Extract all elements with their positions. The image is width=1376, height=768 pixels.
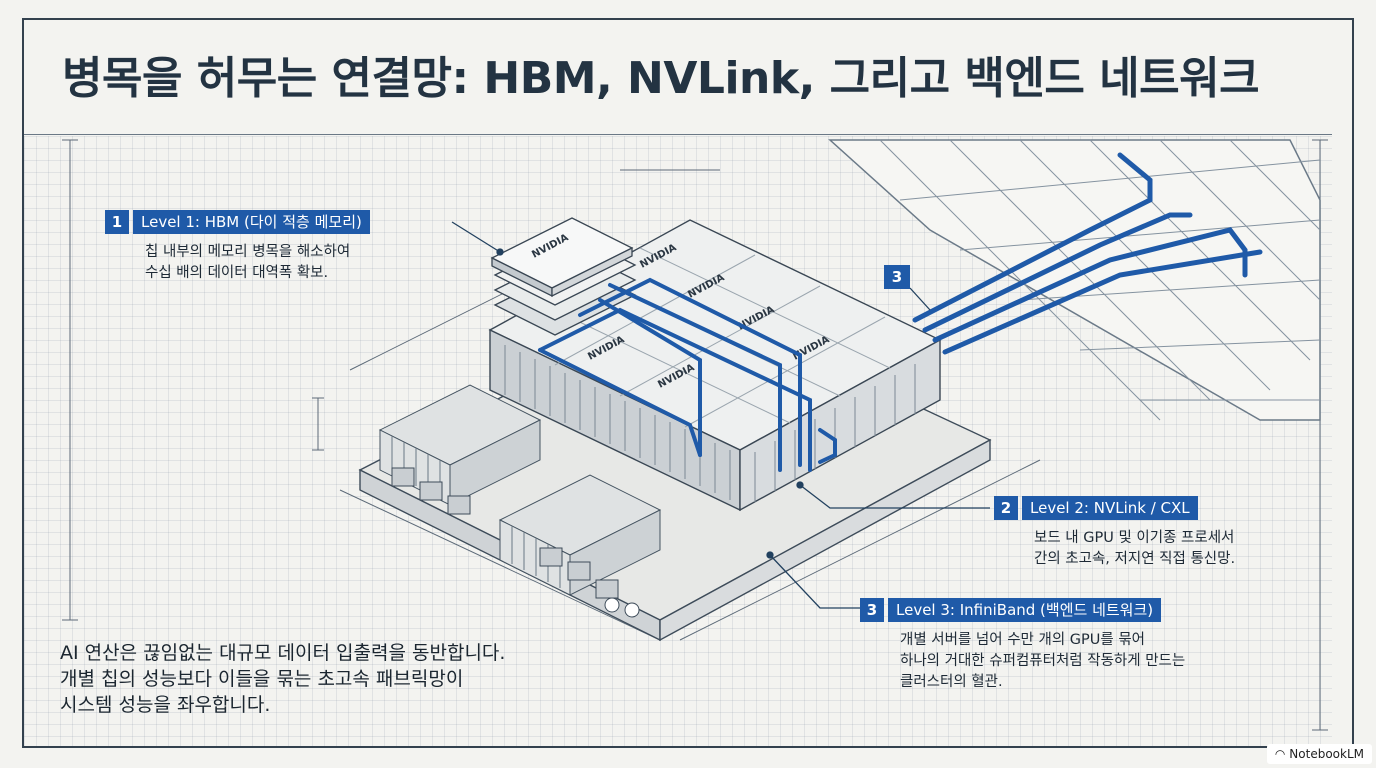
cluster-fabric-grid <box>828 139 1321 421</box>
callout-desc-line: 보드 내 GPU 및 이기종 프로세서 <box>1034 530 1235 546</box>
infiniband-cables <box>912 152 1263 355</box>
summary-line: AI 연산은 끊임없는 대규모 데이터 입출력을 동반합니다. <box>60 642 506 664</box>
callout-desc-line: 칩 내부의 메모리 병목을 해소하여 <box>145 244 351 260</box>
callout-level-3-header: 3 Level 3: InfiniBand (백엔드 네트워크) <box>860 598 1185 622</box>
summary-line: 개별 칩의 성능보다 이들을 묶는 초고속 패브릭망이 <box>60 668 464 690</box>
callout-level-1-header: 1 Level 1: HBM (다이 적층 메모리) <box>105 210 370 234</box>
callout-number: 3 <box>860 598 884 622</box>
dimension-lines <box>62 139 1328 731</box>
network-level-badge: 3 <box>884 265 910 289</box>
callout-description: 보드 내 GPU 및 이기종 프로세서 간의 초고속, 저지연 직접 통신망. <box>1034 528 1235 570</box>
callout-label: Level 1: HBM (다이 적층 메모리) <box>133 210 370 234</box>
callout-number: 1 <box>105 210 129 234</box>
notebooklm-icon: ◠ <box>1274 747 1286 761</box>
brand-name: NotebookLM <box>1289 747 1364 761</box>
callout-desc-line: 수십 배의 데이터 대역폭 확보. <box>145 265 329 281</box>
callout-label: Level 3: InfiniBand (백엔드 네트워크) <box>888 598 1162 622</box>
callout-description: 개별 서버를 넘어 수만 개의 GPU를 묶어 하나의 거대한 슈퍼컴퓨터처럼 … <box>900 630 1185 693</box>
callout-number: 2 <box>994 496 1018 520</box>
summary-text: AI 연산은 끊임없는 대규모 데이터 입출력을 동반합니다. 개별 칩의 성능… <box>60 640 505 718</box>
callout-level-2: 2 Level 2: NVLink / CXL 보드 내 GPU 및 이기종 프… <box>994 496 1235 570</box>
notebooklm-watermark: ◠ NotebookLM <box>1266 744 1372 764</box>
io-connectors <box>391 467 640 618</box>
callout-desc-line: 개별 서버를 넘어 수만 개의 GPU를 묶어 <box>900 632 1146 648</box>
page-title: 병목을 허무는 연결망: HBM, NVLink, 그리고 백엔드 네트워크 <box>62 53 1260 104</box>
title-divider <box>24 134 1332 135</box>
callout-desc-line: 클러스터의 혈관. <box>900 674 1003 690</box>
summary-line: 시스템 성능을 좌우합니다. <box>60 694 271 716</box>
hbm-memory-stack: NVIDIA <box>490 217 637 336</box>
callout-level-1: 1 Level 1: HBM (다이 적층 메모리) 칩 내부의 메모리 병목을… <box>105 210 370 284</box>
page-frame <box>22 18 1354 748</box>
callout-desc-line: 하나의 거대한 슈퍼컴퓨터처럼 작동하게 만드는 <box>900 653 1186 669</box>
callout-level-3: 3 Level 3: InfiniBand (백엔드 네트워크) 개별 서버를 … <box>860 598 1185 693</box>
callout-description: 칩 내부의 메모리 병목을 해소하여 수십 배의 데이터 대역폭 확보. <box>145 242 370 284</box>
callout-label: Level 2: NVLink / CXL <box>1022 496 1198 520</box>
callout-leader-lines <box>451 221 990 609</box>
callout-level-2-header: 2 Level 2: NVLink / CXL <box>994 496 1235 520</box>
callout-desc-line: 간의 초고속, 저지연 직접 통신망. <box>1034 551 1236 567</box>
nvlink-traces <box>538 277 837 472</box>
